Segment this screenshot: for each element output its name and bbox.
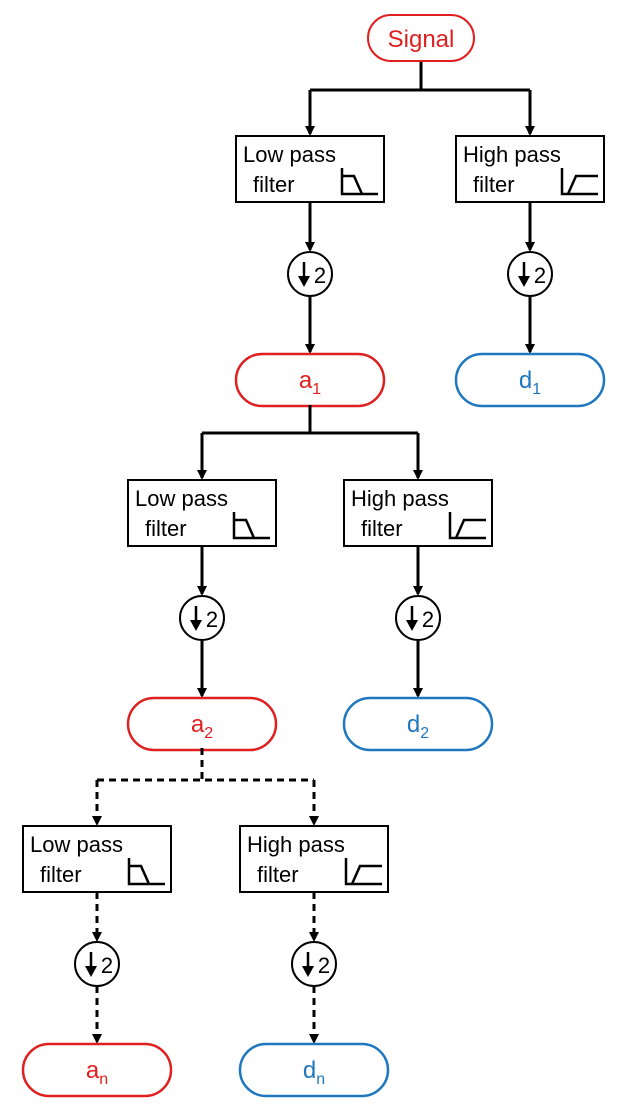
detail-node: dn xyxy=(238,1042,390,1098)
filter-box xyxy=(343,479,493,547)
down-arrow-head-icon xyxy=(302,966,314,977)
high-pass-filter: High pass filter xyxy=(239,825,389,893)
detail-node-shape xyxy=(238,1042,390,1098)
filter-subtitle: filter xyxy=(473,172,515,197)
signal-node-shape xyxy=(367,14,475,62)
down-arrow-head-icon xyxy=(406,620,418,631)
lowpass-response-icon xyxy=(340,168,378,196)
filter-title: High pass xyxy=(351,486,449,511)
downsample-by-2: 2 xyxy=(507,251,553,297)
downsample-by-2: 2 xyxy=(287,251,333,297)
downsample-by-2: 2 xyxy=(179,595,225,641)
filter-subtitle: filter xyxy=(253,172,295,197)
signal-node: Signal xyxy=(367,14,475,62)
approximation-node: an xyxy=(21,1042,173,1098)
low-pass-filter: Low pass filter xyxy=(235,135,385,203)
down-arrow-head-icon xyxy=(518,276,530,287)
downsample-factor: 2 xyxy=(318,953,330,978)
down-arrow-head-icon xyxy=(298,276,310,287)
downsample-factor: 2 xyxy=(314,263,326,288)
highpass-response-icon xyxy=(344,858,382,886)
detail-node: d1 xyxy=(454,352,606,408)
downsample-by-2: 2 xyxy=(74,941,120,987)
downsample-factor: 2 xyxy=(422,607,434,632)
level-1: Low pass filter High pass filter 2 2 a1 d1 xyxy=(234,62,606,408)
downsample-by-2: 2 xyxy=(395,595,441,641)
approximation-node: a2 xyxy=(126,696,278,752)
downsample-factor: 2 xyxy=(101,953,113,978)
filter-subtitle: filter xyxy=(257,862,299,887)
filter-title: Low pass xyxy=(135,486,228,511)
low-pass-filter: Low pass filter xyxy=(127,479,277,547)
filter-title: High pass xyxy=(463,142,561,167)
approximation-node: a1 xyxy=(234,352,386,408)
filter-box xyxy=(239,825,389,893)
signal-label: Signal xyxy=(388,26,455,53)
down-arrow-head-icon xyxy=(190,620,202,631)
filter-subtitle: filter xyxy=(40,862,82,887)
detail-node-shape xyxy=(342,696,494,752)
filter-title: Low pass xyxy=(30,832,123,857)
high-pass-filter: High pass filter xyxy=(343,479,493,547)
high-pass-filter: High pass filter xyxy=(455,135,605,203)
detail-node-shape xyxy=(454,352,606,408)
down-arrow-head-icon xyxy=(85,966,97,977)
highpass-response-icon xyxy=(560,168,598,196)
lowpass-response-icon xyxy=(232,512,270,540)
highpass-response-icon xyxy=(448,512,486,540)
filter-subtitle: filter xyxy=(361,516,403,541)
downsample-factor: 2 xyxy=(534,263,546,288)
downsample-by-2: 2 xyxy=(291,941,337,987)
filter-title: High pass xyxy=(247,832,345,857)
downsample-factor: 2 xyxy=(206,607,218,632)
lowpass-response-icon xyxy=(127,858,165,886)
low-pass-filter: Low pass filter xyxy=(22,825,172,893)
level-2: Low pass filter High pass filter 2 2 a2 d2 xyxy=(126,405,494,752)
filter-title: Low pass xyxy=(243,142,336,167)
detail-node: d2 xyxy=(342,696,494,752)
approximation-node-shape xyxy=(21,1042,173,1098)
filter-subtitle: filter xyxy=(145,516,187,541)
level-3: Low pass filter High pass filter 2 2 an dn xyxy=(21,748,390,1098)
